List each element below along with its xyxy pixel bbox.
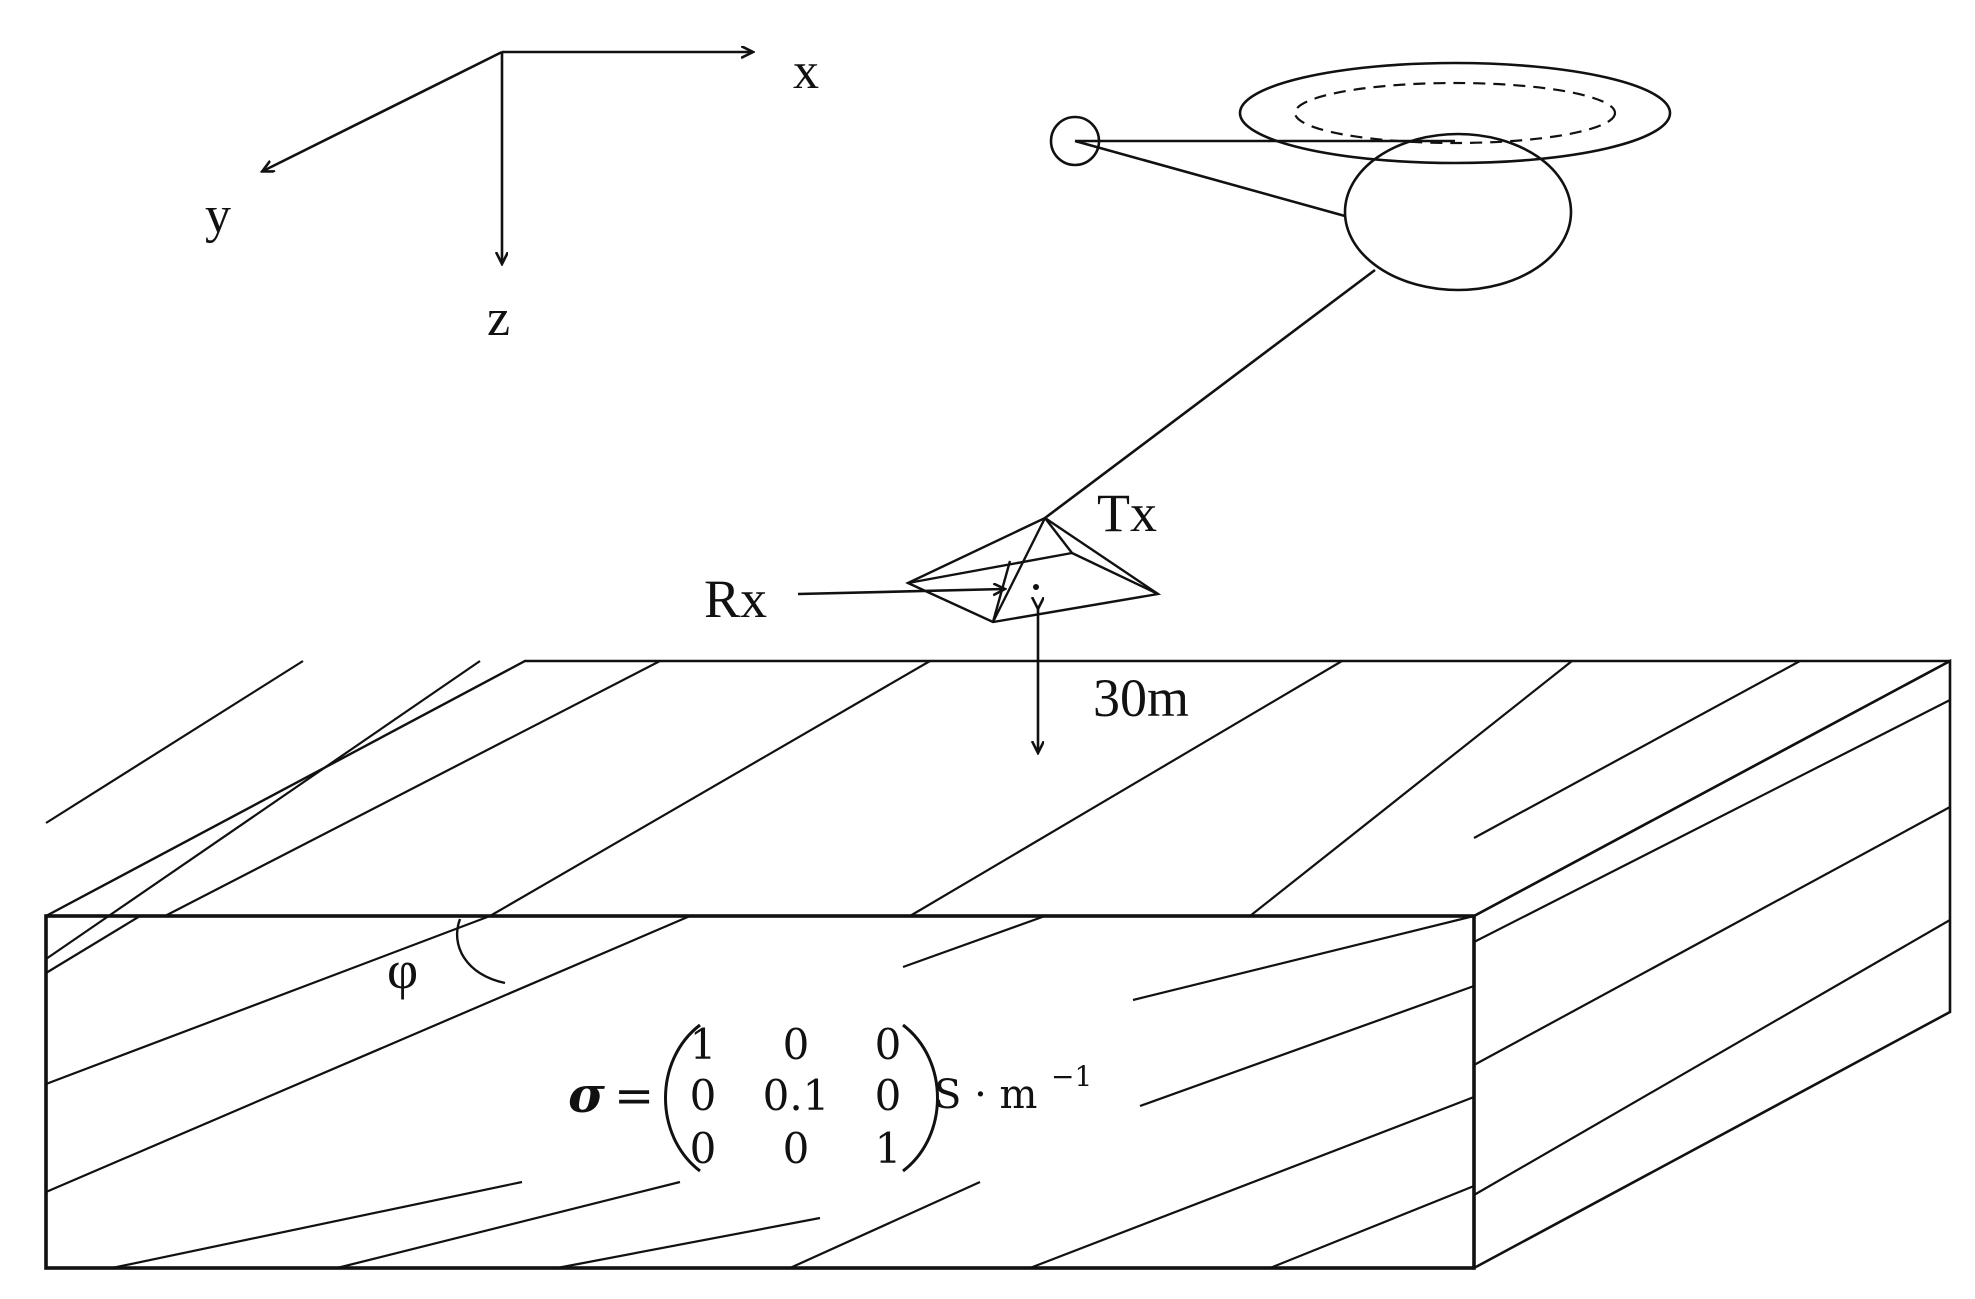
y-axis-arrow [263, 50, 503, 171]
matrix-cell: 0 [875, 1020, 902, 1069]
block-front-face [44, 914, 1476, 1270]
tx-rx-bird: Tx Rx [704, 483, 1162, 629]
halfspace-block: φ [44, 658, 1952, 1271]
rx-label: Rx [704, 569, 767, 629]
bird-center-dot [1033, 584, 1039, 590]
conductivity-tensor: σ = 1 0 0 0 0.1 0 0 0 1 S · m −1 [568, 1020, 1092, 1173]
matrix-cell: 0.1 [763, 1071, 830, 1120]
coordinate-axes: x y z [205, 43, 819, 347]
tx-label: Tx [1097, 483, 1157, 543]
matrix-cell: 0 [783, 1020, 810, 1069]
front-face-stripes [45, 914, 1475, 1270]
tensor-unit-exponent: −1 [1051, 1060, 1092, 1093]
block-right-face [1472, 658, 1952, 1271]
helicopter [1044, 61, 1672, 520]
tensor-equals: = [614, 1068, 654, 1124]
height-label: 30m [1093, 668, 1189, 728]
helicopter-body [1343, 132, 1573, 292]
bird-edge [907, 551, 1073, 585]
tensor-unit: S · m [934, 1072, 1037, 1118]
rotor-disc-inner [1293, 81, 1617, 145]
rotor-disc-outer [1238, 61, 1672, 165]
matrix-cell: 0 [690, 1071, 717, 1120]
top-face-stripes [45, 660, 1801, 960]
matrix-cell: 0 [783, 1124, 810, 1173]
right-face-stripes [1473, 699, 1951, 1196]
bird-edge [1071, 551, 1159, 596]
tensor-symbol: σ [568, 1065, 605, 1124]
dip-angle-label: φ [387, 940, 418, 1000]
matrix-left-paren [664, 1023, 701, 1173]
dip-angle-arc [455, 918, 506, 985]
matrix-cell: 1 [875, 1124, 902, 1173]
tow-cable [1044, 268, 1376, 520]
bird-edge [1044, 517, 1073, 554]
height-indicator: 30m [1038, 608, 1189, 752]
z-axis-label: z [487, 290, 510, 347]
matrix-cell: 1 [690, 1020, 717, 1069]
bird-edge [991, 517, 1047, 623]
x-axis-label: x [793, 43, 819, 100]
matrix-right-paren [902, 1023, 939, 1173]
y-axis-label: y [205, 187, 231, 244]
matrix-cell: 0 [690, 1124, 717, 1173]
tail-boom-lower [1074, 139, 1346, 218]
matrix-cell: 0 [875, 1071, 902, 1120]
block-top-face [45, 659, 1951, 918]
rx-pointer-arrow [797, 589, 1004, 594]
